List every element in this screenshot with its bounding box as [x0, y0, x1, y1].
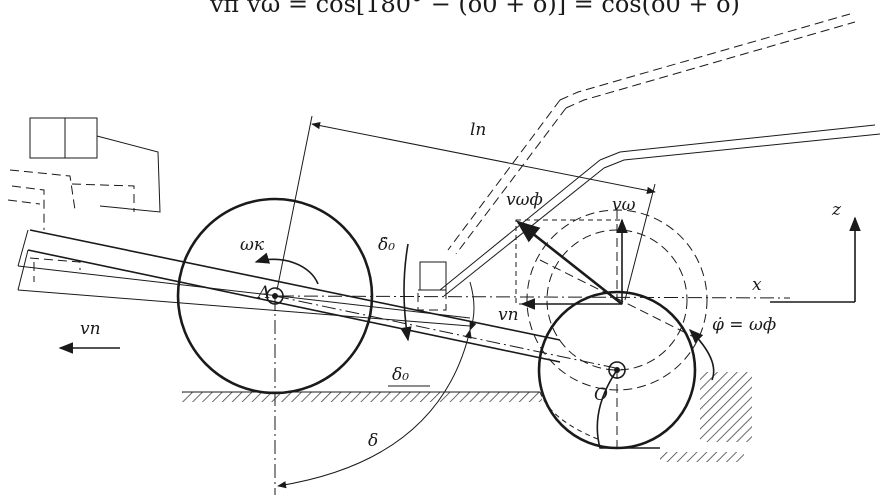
coordinate-axes: [770, 216, 861, 303]
equation-text: vп vω = cos[180° − (δ0 + δ)] = cos(δ0 + …: [209, 0, 740, 18]
velocity-diagram: [515, 218, 628, 310]
delta-arc: [277, 329, 472, 489]
v-omega-label: vω: [612, 195, 636, 215]
lp-dimension: [276, 115, 656, 301]
delta0-dot-label: δ̇₀: [378, 235, 395, 255]
v-p-left-label: vп: [80, 319, 101, 339]
point-a-label: A: [256, 283, 270, 303]
omega-k-arrow: [254, 252, 319, 285]
rotor-wheel: [526, 209, 708, 450]
delta0-arc: [469, 281, 477, 331]
v-omega-f-label: vωф: [506, 190, 543, 210]
phi-dot-arrow: [688, 328, 715, 381]
delta0-label: δ₀: [392, 365, 409, 385]
z-axis-label: z: [831, 200, 842, 220]
front-wheel: [176, 197, 374, 395]
omega-k-label: ωк: [240, 235, 265, 255]
lp-label: lп: [470, 120, 486, 140]
point-o-label: O: [594, 385, 608, 405]
ground-hatching: [182, 372, 752, 462]
delta0-dot-arrow: [400, 243, 412, 342]
phi-eq-label: φ̇ = ωф: [712, 315, 776, 335]
x-axis-label: x: [752, 275, 762, 295]
v-omega-f-vector: [516, 220, 623, 306]
engine-block: [7, 117, 161, 282]
v-p-right-label: vп: [498, 305, 519, 325]
axis-horizontal: [279, 295, 791, 299]
handlebar: [439, 13, 881, 297]
delta-label: δ: [368, 431, 378, 451]
